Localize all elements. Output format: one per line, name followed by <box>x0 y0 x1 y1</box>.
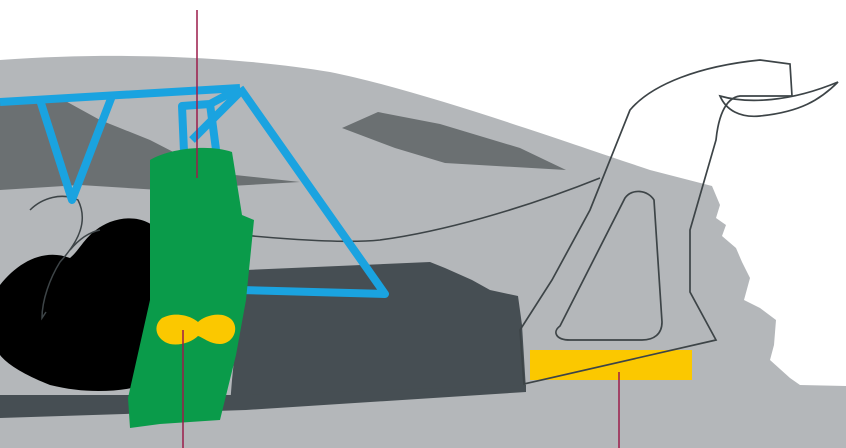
wing-profile <box>720 82 838 116</box>
yellow-bar <box>530 350 692 380</box>
